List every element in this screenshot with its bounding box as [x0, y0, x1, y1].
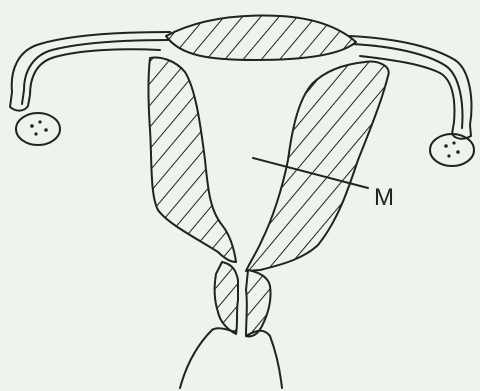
left-uterine-wall	[149, 58, 237, 262]
ovary-follicle-dots	[30, 120, 460, 157]
vagina-right-edge	[246, 331, 282, 388]
label-m: M	[374, 184, 394, 211]
right-ovary	[430, 134, 474, 166]
left-ovary	[16, 113, 60, 145]
cervix-left	[215, 262, 238, 334]
vagina-left-edge	[180, 328, 236, 388]
cervix-right	[246, 270, 271, 337]
fundus-hatched	[166, 16, 356, 60]
right-uterine-wall	[246, 62, 389, 271]
